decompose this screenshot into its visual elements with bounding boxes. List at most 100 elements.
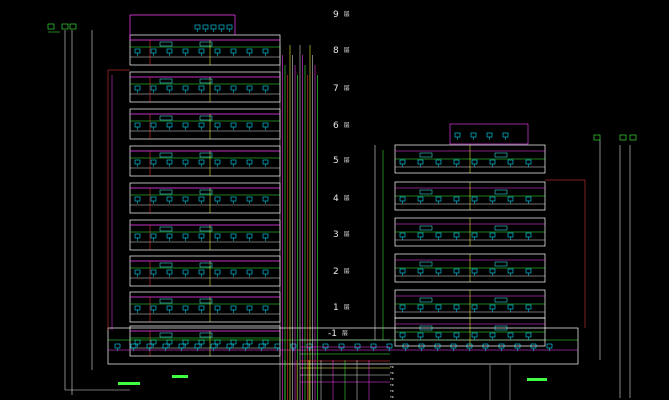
device-icon xyxy=(150,233,157,241)
device-body xyxy=(417,332,424,338)
device-icon xyxy=(166,122,173,130)
device-icon xyxy=(230,233,237,241)
right-floor-row xyxy=(394,144,546,174)
device-icon xyxy=(166,85,173,93)
floor-frame xyxy=(129,34,281,66)
device-icon xyxy=(134,85,141,93)
outer-feeder-lines xyxy=(47,23,637,400)
device-body xyxy=(489,304,496,310)
device-body xyxy=(354,343,361,349)
device-body xyxy=(489,232,496,238)
cable-tag xyxy=(527,378,547,381)
device-body xyxy=(198,85,205,91)
device-body xyxy=(417,159,424,165)
device-body xyxy=(134,196,141,202)
panel-box xyxy=(494,297,508,303)
device-icon xyxy=(471,159,478,167)
device-icon xyxy=(214,269,221,277)
device-icon xyxy=(150,159,157,167)
device-body xyxy=(150,339,157,345)
device-body xyxy=(210,343,217,349)
device-body xyxy=(198,233,205,239)
panel-box xyxy=(159,115,173,121)
device-icon xyxy=(507,196,514,204)
meter-box xyxy=(629,134,637,141)
device-body xyxy=(262,196,269,202)
legend-row: TR xyxy=(390,371,394,375)
device-body xyxy=(214,233,221,239)
device-body xyxy=(182,122,189,128)
device-icon xyxy=(525,159,532,167)
floor-frame xyxy=(129,71,281,103)
device-icon xyxy=(399,196,406,204)
floor-frame xyxy=(129,291,281,323)
floor-frame xyxy=(129,108,281,140)
device-icon xyxy=(453,159,460,167)
device-body xyxy=(417,196,424,202)
device-icon xyxy=(230,48,237,56)
device-body xyxy=(435,159,442,165)
device-icon xyxy=(134,122,141,130)
device-body xyxy=(198,159,205,165)
device-icon xyxy=(114,343,121,351)
device-body xyxy=(198,48,205,54)
device-body xyxy=(258,343,265,349)
device-body xyxy=(525,232,532,238)
device-body xyxy=(182,339,189,345)
device-icon xyxy=(246,122,253,130)
device-icon xyxy=(306,343,313,351)
device-body xyxy=(546,343,553,349)
device-icon xyxy=(525,332,532,340)
device-body xyxy=(214,159,221,165)
device-icon xyxy=(399,268,406,276)
panel-box xyxy=(159,152,173,158)
legend-row: TR xyxy=(390,395,394,399)
device-icon xyxy=(290,343,297,351)
device-body xyxy=(453,268,460,274)
device-body xyxy=(202,24,209,30)
device-body xyxy=(182,269,189,275)
device-icon xyxy=(246,196,253,204)
device-icon xyxy=(214,159,221,167)
device-body xyxy=(453,159,460,165)
device-icon xyxy=(417,304,424,312)
device-icon xyxy=(198,48,205,56)
device-icon xyxy=(210,24,217,32)
left-floor-row xyxy=(129,182,281,214)
device-body xyxy=(134,48,141,54)
device-body xyxy=(453,332,460,338)
device-icon xyxy=(214,48,221,56)
device-body xyxy=(471,304,478,310)
legend-row: TR xyxy=(390,377,394,381)
device-body xyxy=(246,269,253,275)
device-body xyxy=(198,305,205,311)
device-body xyxy=(230,339,237,345)
device-icon xyxy=(246,159,253,167)
device-icon xyxy=(471,232,478,240)
device-body xyxy=(502,132,509,138)
device-icon xyxy=(525,268,532,276)
device-icon xyxy=(262,233,269,241)
device-icon xyxy=(546,343,553,351)
device-body xyxy=(182,196,189,202)
device-icon xyxy=(134,196,141,204)
device-icon xyxy=(150,48,157,56)
device-icon xyxy=(198,233,205,241)
right-building-risers xyxy=(374,123,546,347)
panel-box xyxy=(199,298,213,304)
device-body xyxy=(262,305,269,311)
device-icon xyxy=(399,232,406,240)
device-body xyxy=(399,232,406,238)
floor-frame xyxy=(129,145,281,177)
panel-box xyxy=(159,332,173,338)
panel-box xyxy=(419,189,433,195)
device-icon xyxy=(262,85,269,93)
left-floor-row xyxy=(129,145,281,177)
device-body xyxy=(454,132,461,138)
panel-box xyxy=(199,41,213,47)
device-body xyxy=(166,122,173,128)
right-floor-row xyxy=(394,317,546,347)
device-body xyxy=(230,122,237,128)
device-icon xyxy=(134,48,141,56)
